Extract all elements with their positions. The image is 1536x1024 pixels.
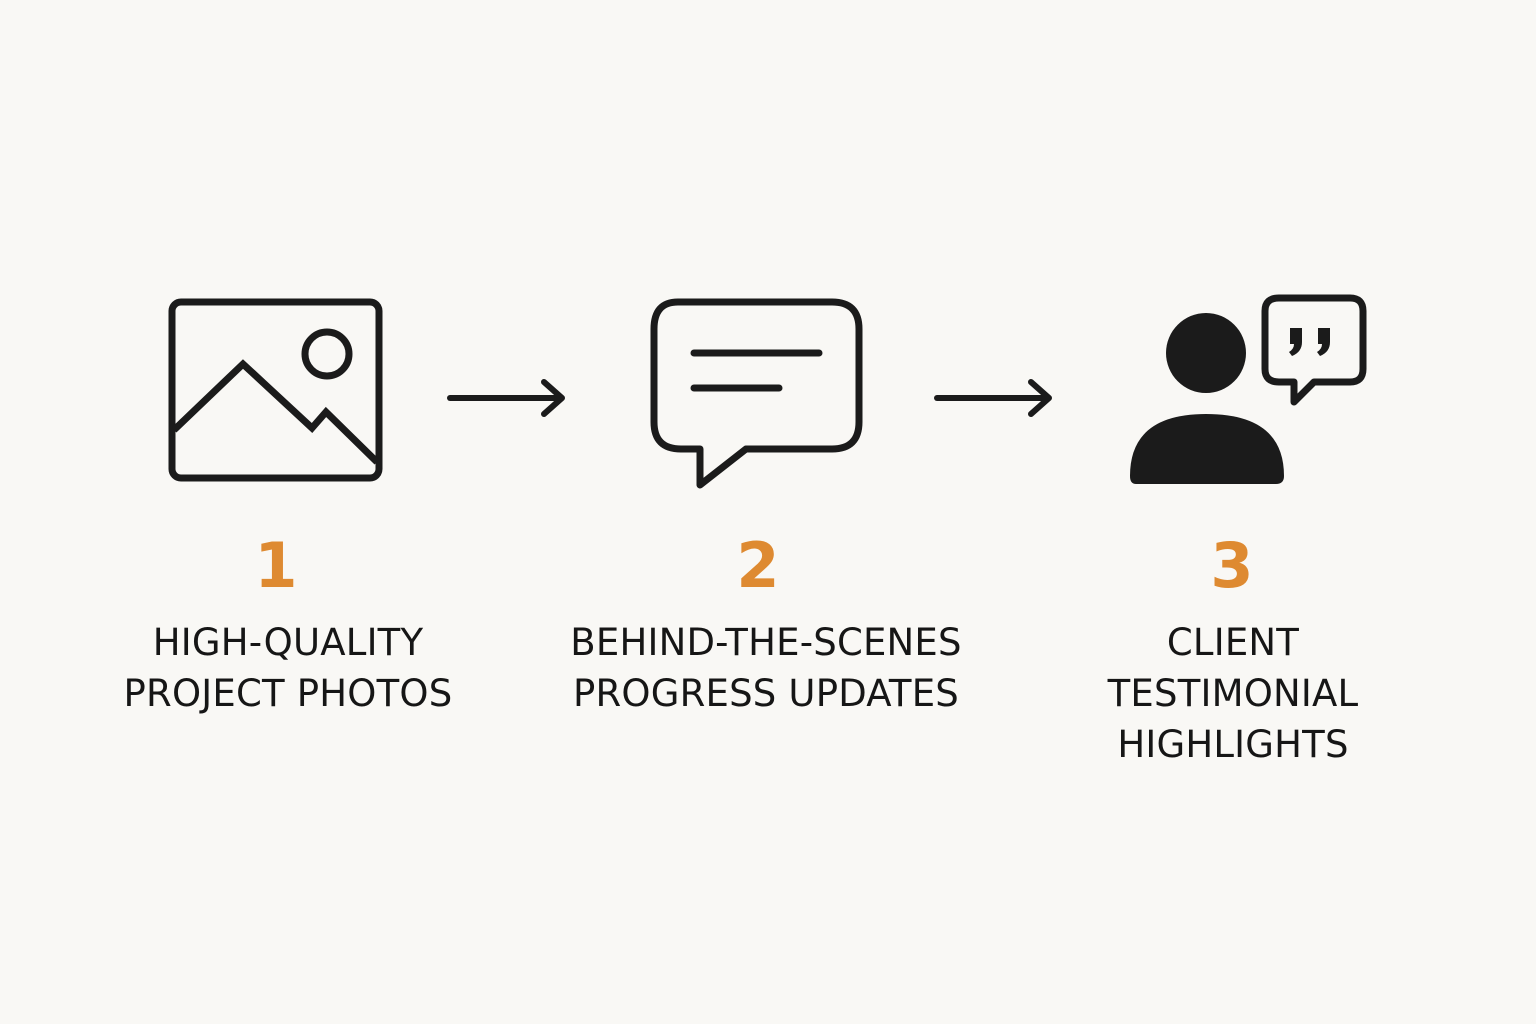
step-label-line: TESTIMONIAL	[1107, 672, 1359, 715]
step-label: CLIENT TESTIMONIAL HIGHLIGHTS	[1003, 617, 1463, 770]
arrow-right-icon	[447, 379, 565, 417]
chat-bubble-icon	[650, 298, 863, 489]
person-testimonial-icon	[1130, 294, 1367, 484]
person-body	[1130, 414, 1284, 484]
arrow-right-icon	[934, 379, 1052, 417]
step-label-line: PROGRESS UPDATES	[573, 672, 959, 715]
step-label: HIGH-QUALITY PROJECT PHOTOS	[58, 617, 518, 719]
step-number: 1	[254, 529, 298, 602]
step-label-line: PROJECT PHOTOS	[123, 672, 453, 715]
quote-mark	[1289, 328, 1302, 356]
step-label-line: CLIENT	[1166, 621, 1300, 664]
step-label-line: HIGH-QUALITY	[152, 621, 424, 664]
step-label: BEHIND-THE-SCENES PROGRESS UPDATES	[536, 617, 996, 719]
quote-mark	[1317, 328, 1330, 356]
image-icon	[168, 298, 383, 482]
step-label-line: HIGHLIGHTS	[1117, 723, 1349, 766]
person-head	[1166, 313, 1246, 393]
step-number: 3	[1210, 529, 1254, 602]
quote-bubble	[1261, 294, 1367, 406]
step-number: 2	[736, 529, 780, 602]
step-label-line: BEHIND-THE-SCENES	[570, 621, 962, 664]
